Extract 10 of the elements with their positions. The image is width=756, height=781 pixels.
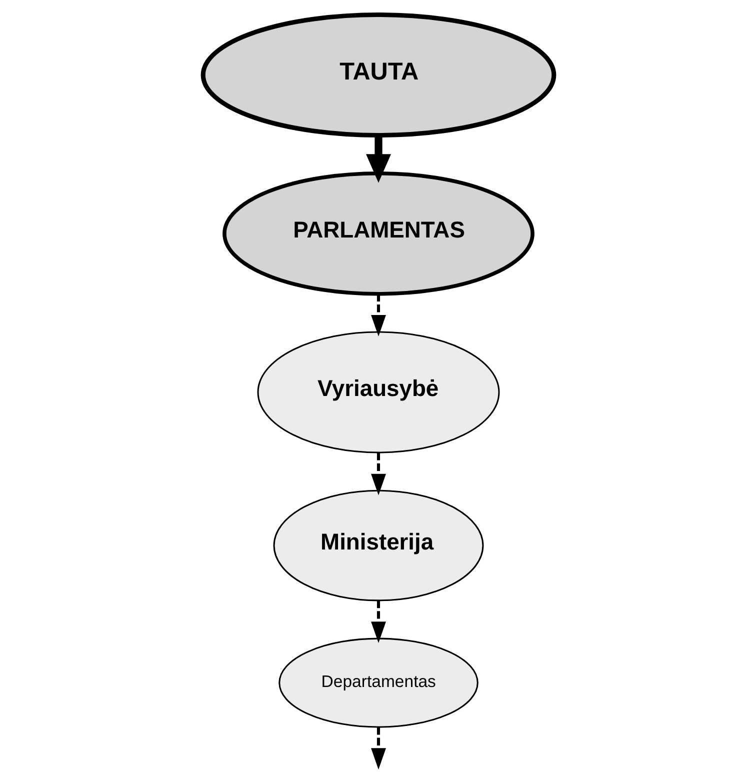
arrow — [370, 600, 386, 643]
node-ellipse: PARLAMENTAS — [222, 171, 534, 296]
arrow — [366, 135, 391, 183]
arrow — [370, 452, 386, 496]
node-ellipse: Ministerija — [272, 490, 484, 602]
arrow — [370, 727, 386, 770]
node-ellipse: Departamentas — [278, 638, 478, 728]
node-ellipse: Vyriausybė — [256, 331, 500, 454]
arrow — [370, 294, 386, 336]
node-ellipse: TAUTA — [200, 12, 556, 138]
